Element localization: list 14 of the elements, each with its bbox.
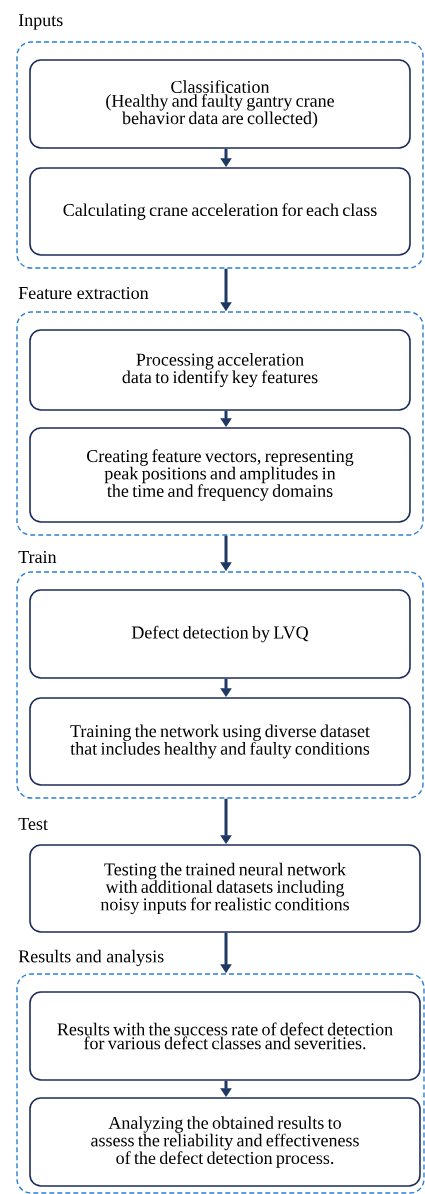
process-box: Processing acceleration data to identify key features <box>29 329 411 411</box>
process-box: Results with the success rate of defect detection for various defect classes and severities. <box>29 991 421 1081</box>
process-box: Creating feature vectors, representing peak positions and amplitudes in the time and frequency domains <box>29 427 411 523</box>
group-heading: Results and analysis <box>18 949 164 967</box>
process-box: Classification (Healthy and faulty gantry crane behavior data are collected) <box>29 59 411 149</box>
group-heading: Feature extraction <box>18 286 149 300</box>
process-box: Testing the trained neural network with additional datasets including noisy inputs for realistic conditions <box>29 844 421 933</box>
process-box: Calculating crane acceleration for each class <box>29 167 411 256</box>
group-heading: Inputs <box>18 14 63 30</box>
process-box: Training the network using diverse dataset that includes healthy and faulty conditions <box>29 697 411 786</box>
step-heading: Test <box>18 818 48 830</box>
group-heading: Train <box>18 550 57 564</box>
process-box: Defect detection by LVQ <box>29 589 411 679</box>
process-box: Analyzing the obtained results to assess the reliability and effectiveness of the defect detection process. <box>29 1097 421 1187</box>
